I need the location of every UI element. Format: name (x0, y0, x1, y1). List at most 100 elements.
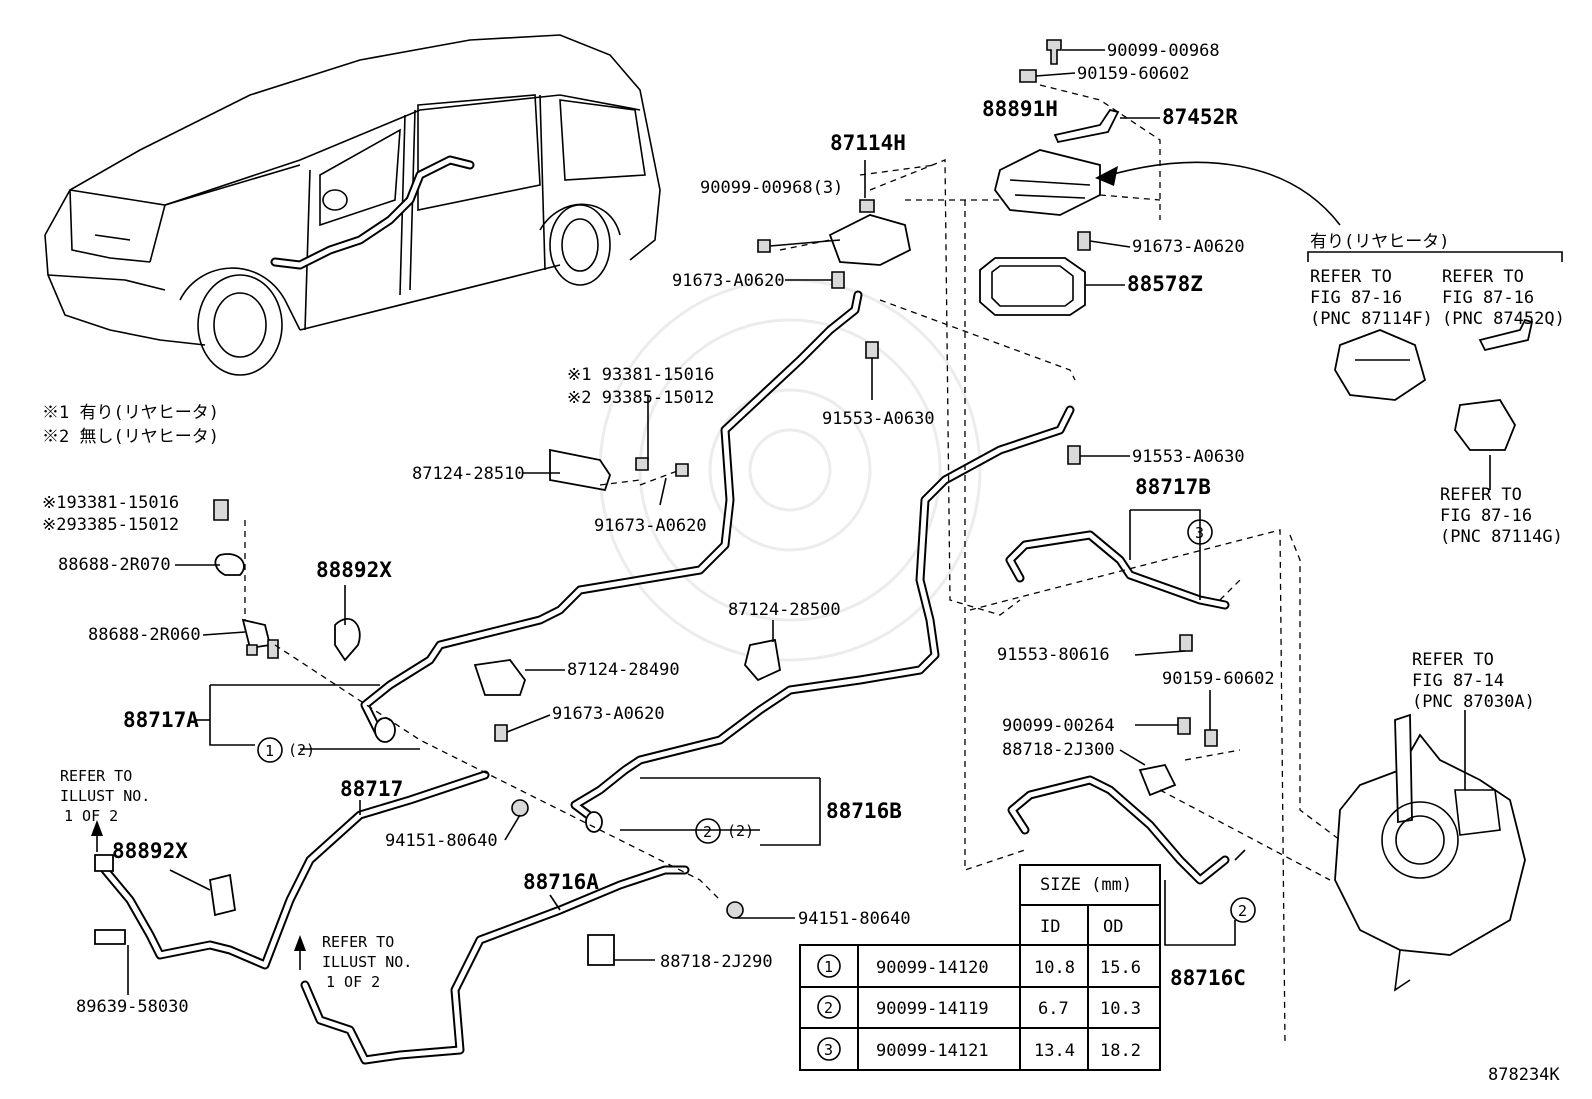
table-header-size: SIZE (mm) (1040, 875, 1132, 895)
table-row: 3 90099-14121 13.4 18.2 (817, 1037, 1141, 1061)
row-mark: 2 (824, 999, 833, 1017)
label-88717B: 88717B (1135, 475, 1211, 499)
part-labels: 90099-00968 90159-60602 88891H 87452R 87… (42, 41, 1560, 1085)
row-mark: 1 (824, 958, 833, 976)
row-id: 10.8 (1034, 958, 1075, 978)
refer-fig-1-line2: FIG 87-16 (1310, 288, 1402, 308)
arrow-up-icon (91, 820, 103, 836)
label-88578Z: 88578Z (1127, 272, 1203, 296)
label-91553-80616: 91553-80616 (997, 645, 1110, 665)
row-od: 10.3 (1100, 999, 1141, 1019)
marker-1-qty: (2) (288, 741, 315, 759)
pipes (100, 290, 1230, 1065)
size-table: SIZE (mm) ID OD 1 90099-14120 10.8 15.6 … (799, 864, 1161, 1071)
note-2: ※2 無し(リヤヒータ) (42, 427, 219, 447)
marker-2b-circle (1230, 897, 1256, 923)
figure-id: 878234K (1488, 1065, 1560, 1085)
refer-fig-2-line1: REFER TO (1442, 267, 1524, 287)
label-88717: 88717 (340, 777, 403, 801)
vehicle-illustration (44, 34, 661, 376)
label-87124-28490: 87124-28490 (567, 660, 680, 680)
row-part-number: 90099-14121 (876, 1041, 989, 1061)
refer-fig-3-line3: (PNC 87114G) (1440, 527, 1563, 547)
refer-illust-2-line2: ILLUST NO. (322, 953, 412, 971)
refer-fig-4-line2: FIG 87-14 (1412, 671, 1504, 691)
row-id: 6.7 (1038, 999, 1069, 1019)
label-88716B: 88716B (826, 799, 902, 823)
label-94151-80640-a: 94151-80640 (385, 831, 498, 851)
arrows (91, 161, 1341, 970)
rear-heater-label: 有り(リヤヒータ) (1310, 232, 1449, 252)
label-90099-00968-3: 90099-00968(3) (700, 178, 843, 198)
refer-fig-2-line2: FIG 87-16 (1442, 288, 1534, 308)
label-91553-A0630-b: 91553-A0630 (1132, 447, 1245, 467)
label-88688-2R060: 88688-2R060 (88, 625, 201, 645)
label-88716C: 88716C (1170, 966, 1246, 990)
circled-markers: 1 (2) 2 (2) 3 2 (257, 519, 1256, 923)
label-88717A: 88717A (123, 708, 199, 732)
label-93385-15012-b: ※293385-15012 (42, 515, 179, 535)
label-91673-A0620-a: 91673-A0620 (1132, 237, 1245, 257)
label-93381-15016-b: ※193381-15016 (42, 493, 179, 513)
marker-2-circle (695, 818, 721, 844)
row-mark: 3 (824, 1041, 833, 1059)
refer-fig-3-line1: REFER TO (1440, 485, 1522, 505)
refer-fig-4-line3: (PNC 87030A) (1412, 692, 1535, 712)
marker-1: 1 (265, 742, 274, 760)
table-col-od: OD (1103, 917, 1123, 937)
refer-fig-1-line3: (PNC 87114F) (1310, 309, 1433, 329)
label-90159-60602-b: 90159-60602 (1162, 669, 1275, 689)
refer-fig-2-line3: (PNC 87452Q) (1442, 309, 1565, 329)
arrow-head-icon (1095, 166, 1118, 186)
refer-illust-2-line3: 1 OF 2 (326, 973, 380, 991)
marker-2: 2 (703, 823, 712, 841)
label-91553-A0630-a: 91553-A0630 (822, 409, 935, 429)
label-91673-A0620-d: 91673-A0620 (552, 704, 665, 724)
refer-illust-1-line1: REFER TO (60, 767, 132, 785)
label-90159-60602: 90159-60602 (1077, 64, 1190, 84)
row-id: 13.4 (1034, 1041, 1075, 1061)
footnotes: ※1 有り(リヤヒータ) ※2 無し(リヤヒータ) (42, 403, 219, 447)
label-88718-2J290: 88718-2J290 (660, 952, 773, 972)
row-od: 15.6 (1100, 958, 1141, 978)
label-90099-00968: 90099-00968 (1107, 41, 1220, 61)
note-1: ※1 有り(リヤヒータ) (42, 403, 219, 423)
table-row: 2 90099-14119 6.7 10.3 (817, 995, 1141, 1019)
label-87124-28510: 87124-28510 (412, 464, 525, 484)
label-87124-28500: 87124-28500 (728, 600, 841, 620)
table-col-id: ID (1040, 917, 1060, 937)
label-90099-00264: 90099-00264 (1002, 716, 1115, 736)
label-93381-15016-a: ※1 93381-15016 (567, 365, 714, 385)
refer-fig-1-line1: REFER TO (1310, 267, 1392, 287)
row-od: 18.2 (1100, 1041, 1141, 1061)
label-91673-A0620-b: 91673-A0620 (672, 271, 785, 291)
label-88688-2R070: 88688-2R070 (58, 555, 171, 575)
marker-3: 3 (1195, 524, 1204, 542)
components (94, 39, 1534, 992)
label-88891H: 88891H (982, 97, 1058, 121)
table-row: 1 90099-14120 10.8 15.6 (817, 954, 1141, 978)
label-91673-A0620-c: 91673-A0620 (594, 516, 707, 536)
label-88892X-b: 88892X (112, 839, 188, 863)
refer-illust-1-line2: ILLUST NO. (60, 787, 150, 805)
label-87114H: 87114H (830, 131, 906, 155)
row-part-number: 90099-14120 (876, 958, 989, 978)
marker-2-qty: (2) (727, 822, 754, 840)
marker-2b: 2 (1238, 902, 1247, 920)
label-88892X-a: 88892X (316, 558, 392, 582)
refer-fig-3-line2: FIG 87-16 (1440, 506, 1532, 526)
label-88718-2J300: 88718-2J300 (1002, 740, 1115, 760)
refer-notes: REFER TO ILLUST NO. 1 OF 2 REFER TO ILLU… (60, 232, 1565, 991)
label-89639-58030: 89639-58030 (76, 997, 189, 1017)
marker-1-circle (257, 737, 283, 763)
arrow-up-icon (294, 935, 306, 951)
label-87452R: 87452R (1162, 105, 1238, 129)
row-part-number: 90099-14119 (876, 999, 989, 1019)
refer-illust-2-line1: REFER TO (322, 933, 394, 951)
marker-3-circle (1187, 519, 1213, 545)
label-94151-80640-b: 94151-80640 (798, 909, 911, 929)
refer-illust-1-line3: 1 OF 2 (64, 807, 118, 825)
label-88716A: 88716A (523, 870, 599, 894)
rear-heater-bracket (1307, 251, 1563, 262)
